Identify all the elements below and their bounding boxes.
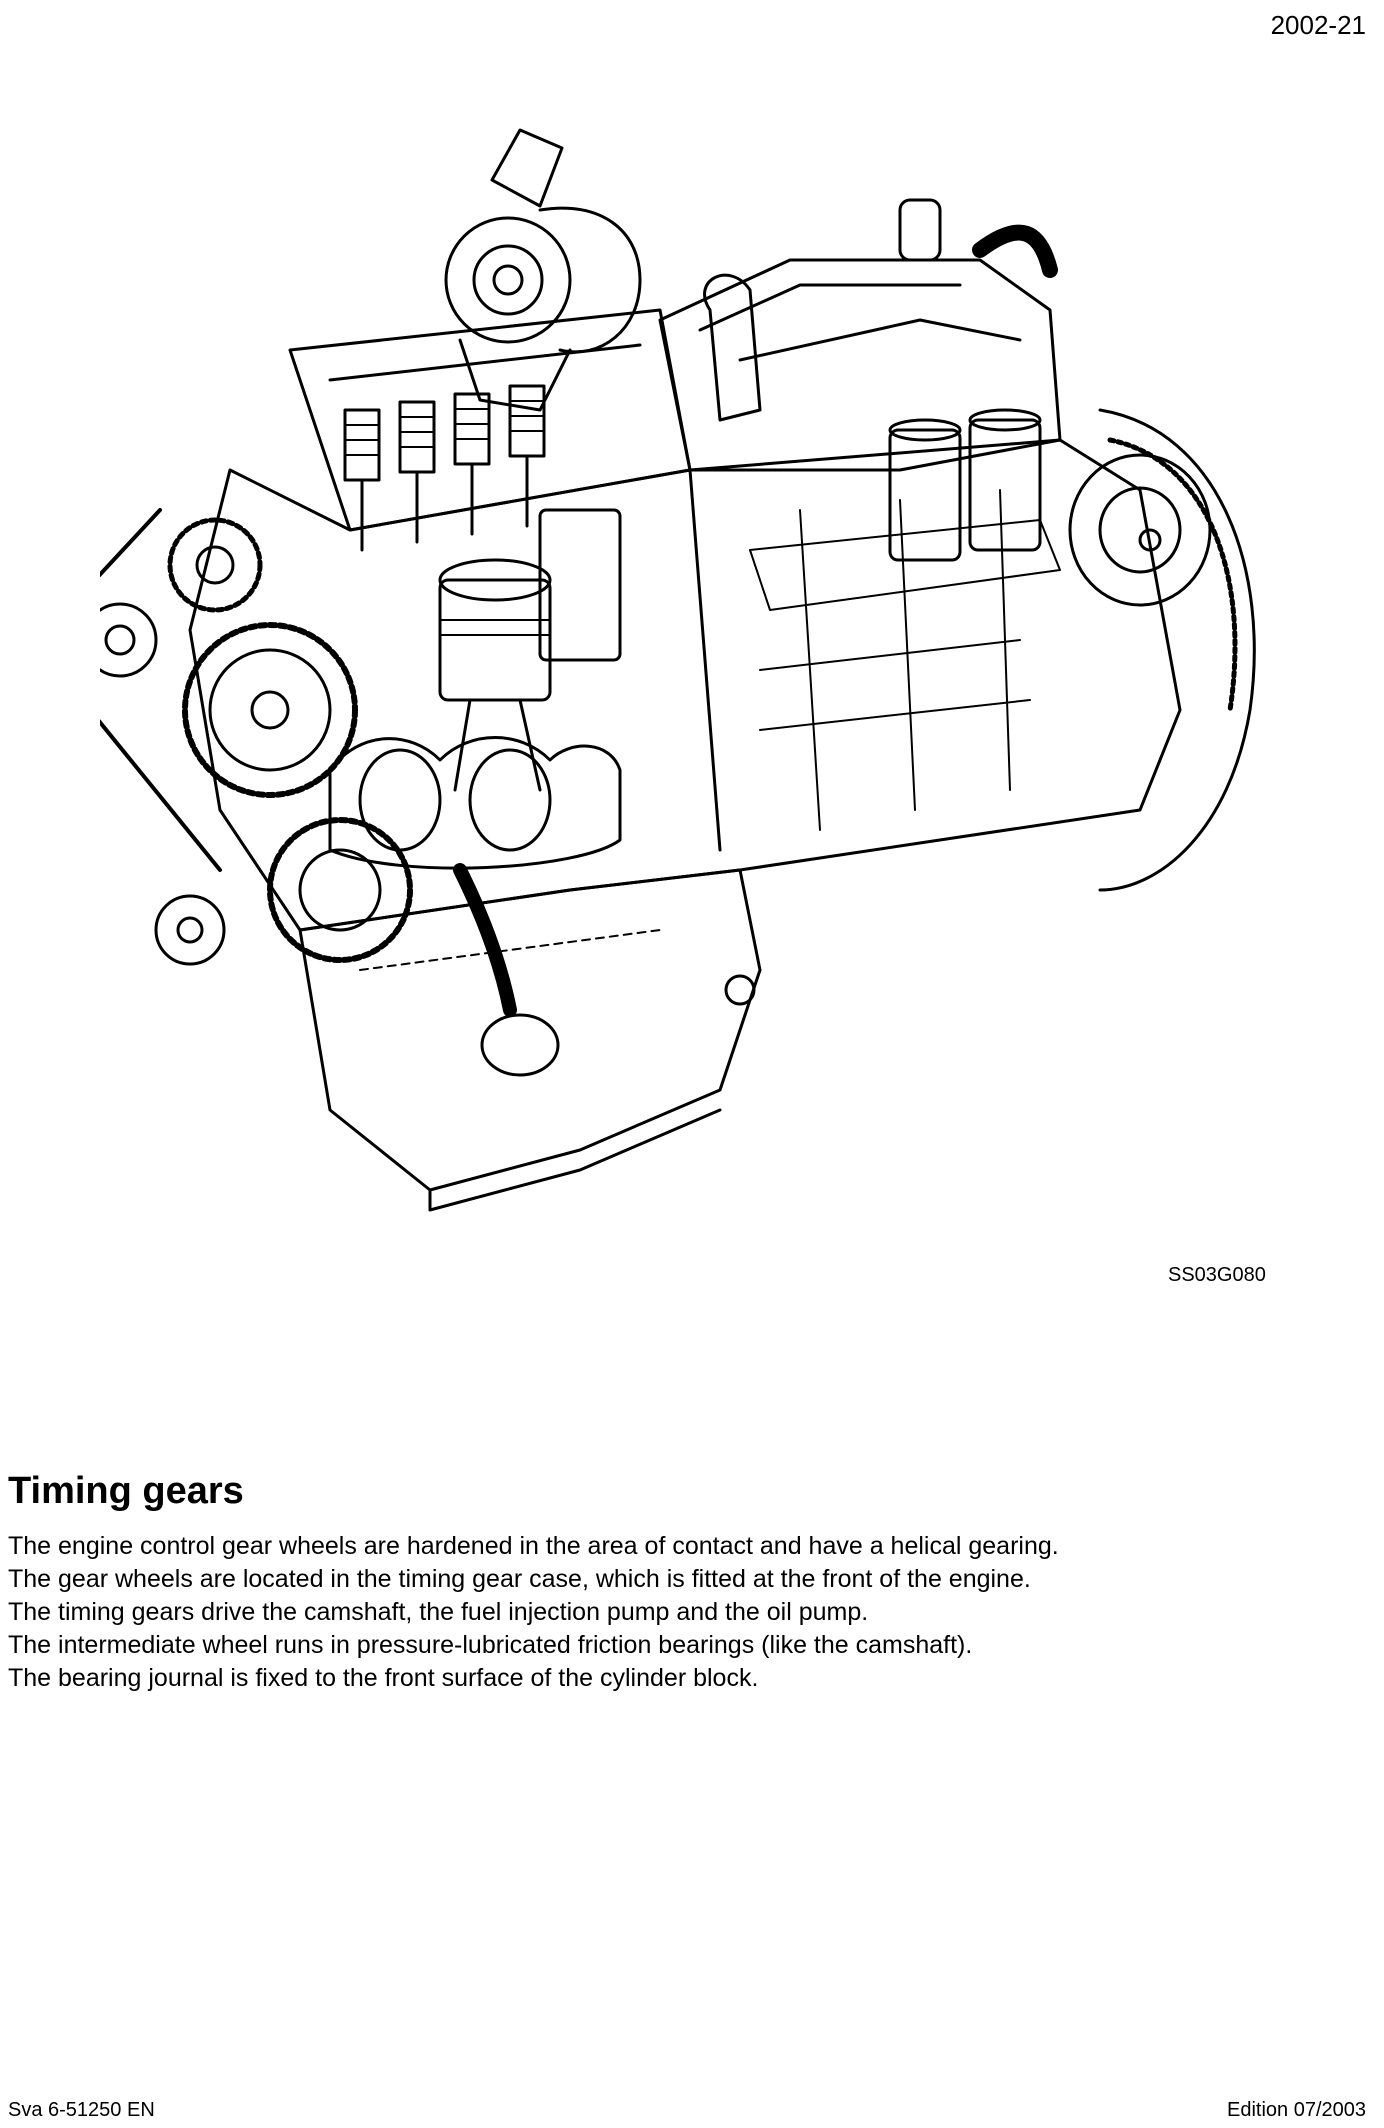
cylinder-liner [538,508,622,662]
cylinder-head-cutaway [288,308,692,552]
paragraph-line: The intermediate wheel runs in pressure-… [8,1631,973,1659]
fuel-filters [888,408,1042,562]
crankshaft [328,736,622,870]
flywheel-housing [1098,408,1256,892]
footer-edition: Edition 07/2003 [1226,2099,1366,2121]
footer-document-id: Sva 6-51250 EN [8,2099,155,2121]
paragraph-line: The bearing journal is fixed to the fron… [8,1664,759,1692]
piston [438,558,552,792]
engine-cutaway-illustration [100,110,1300,1330]
page-number: 2002-21 [1270,10,1366,40]
timing-gears [100,508,413,963]
pulley [154,894,226,966]
figure-code: SS03G080 [1168,1264,1266,1286]
engine-block [188,438,1182,932]
section-title: Timing gears [8,1470,244,1512]
body-paragraph: The engine control gear wheels are harde… [8,1530,1368,1695]
turbocharger [444,128,642,412]
oil-pan [298,863,762,1212]
paragraph-line: The timing gears drive the camshaft, the… [8,1598,869,1626]
paragraph-line: The gear wheels are located in the timin… [8,1565,1031,1593]
intake-manifold [658,198,1062,472]
oil-filter [1068,453,1212,607]
paragraph-line: The engine control gear wheels are harde… [8,1532,1059,1560]
